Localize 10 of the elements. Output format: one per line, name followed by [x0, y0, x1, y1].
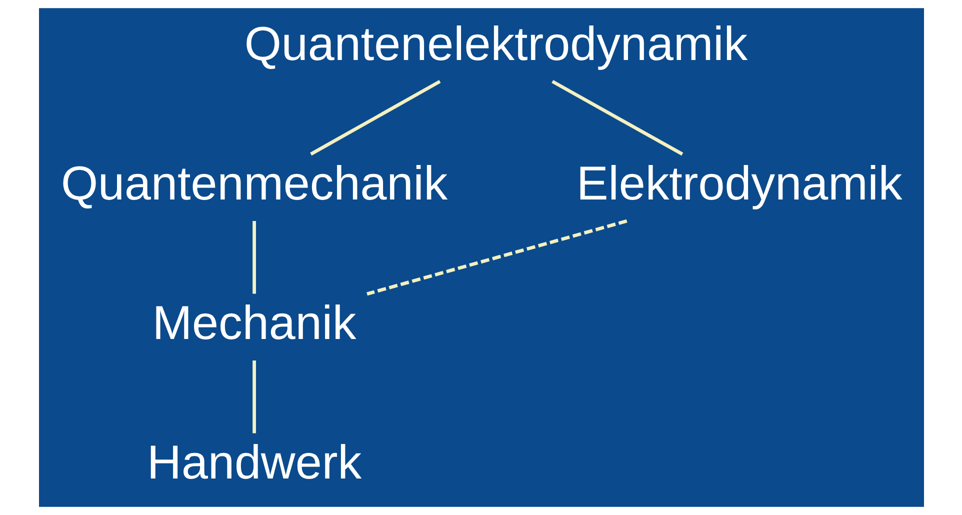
- connector: [551, 80, 683, 156]
- node-text: Quantenelektrodynamik: [244, 18, 748, 71]
- node-text: Mechanik: [152, 297, 356, 350]
- connector: [310, 80, 440, 156]
- connector: [366, 219, 627, 296]
- connector: [252, 360, 256, 434]
- node-text: Handwerk: [146, 436, 362, 490]
- node-text: Elektrodynamik: [576, 157, 902, 210]
- node-text: Quantenmechanik: [60, 157, 448, 210]
- connector: [252, 221, 256, 294]
